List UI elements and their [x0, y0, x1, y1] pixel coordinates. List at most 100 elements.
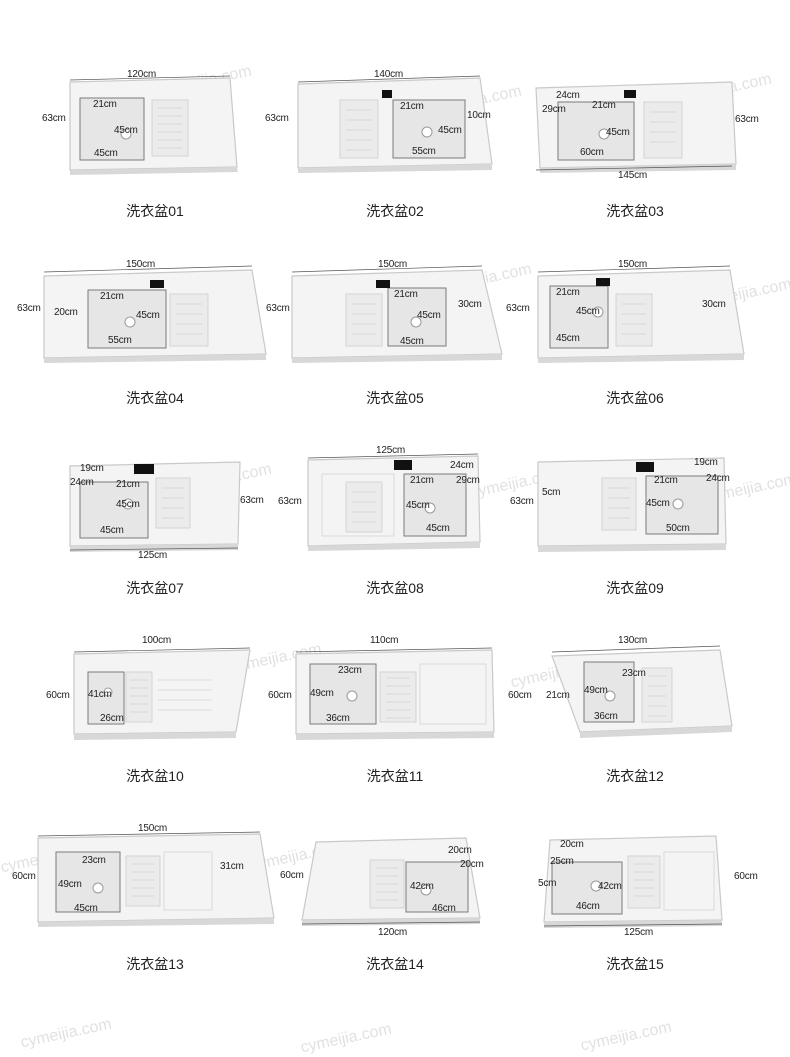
product-item-04[interactable]: 150cm 63cm 21cm 20cm 45cm 55cm 洗衣盆04 — [17, 252, 280, 417]
dim-label: 150cm — [126, 259, 156, 270]
sink-02-image — [297, 75, 493, 173]
product-item-10[interactable]: 100cm 60cm 41cm 26cm 洗衣盆10 — [30, 634, 280, 799]
dim-label: 60cm — [280, 870, 304, 881]
product-item-07[interactable]: 19cm 24cm 21cm 63cm 45cm 45cm 125cm 洗衣盆0… — [30, 446, 280, 611]
dim-label: 45cm — [136, 310, 160, 321]
product-item-08[interactable]: 125cm 24cm 63cm 21cm 29cm 45cm 45cm 洗衣盆0… — [270, 446, 520, 611]
dim-label: 46cm — [576, 901, 600, 912]
watermark: cymeijia.com — [299, 1020, 394, 1057]
dim-label: 49cm — [584, 685, 608, 696]
dim-label: 49cm — [58, 879, 82, 890]
sink-11-image — [295, 647, 495, 740]
item-caption: 洗衣盆13 — [126, 956, 184, 972]
sink-14-image — [301, 837, 481, 926]
item-caption: 洗衣盆08 — [366, 580, 424, 596]
item-caption: 洗衣盆12 — [606, 768, 664, 784]
item-caption: 洗衣盆02 — [366, 203, 424, 219]
dim-label: 150cm — [378, 259, 408, 270]
product-item-03[interactable]: 24cm 29cm 21cm 63cm 45cm 60cm 145cm 洗衣盆0… — [510, 60, 760, 225]
dim-label: 21cm — [400, 101, 424, 112]
sink-09-image — [537, 457, 727, 552]
dim-label: 63cm — [240, 495, 264, 506]
item-caption: 洗衣盆10 — [126, 768, 184, 784]
dim-label: 36cm — [594, 711, 618, 722]
dim-label: 110cm — [370, 635, 399, 646]
dim-label: 41cm — [88, 689, 112, 700]
dim-label: 24cm — [706, 473, 730, 484]
product-item-06[interactable]: 150cm 63cm 21cm 30cm 45cm 45cm 洗衣盆06 — [506, 252, 760, 417]
product-item-14[interactable]: 20cm 20cm 60cm 42cm 46cm 120cm 洗衣盆14 — [270, 822, 520, 987]
item-caption: 洗衣盆06 — [606, 390, 664, 406]
sink-03-image — [535, 81, 737, 173]
dim-label: 23cm — [622, 668, 646, 679]
dim-label: 45cm — [100, 525, 124, 536]
dim-label: 63cm — [510, 496, 534, 507]
dim-label: 5cm — [538, 878, 557, 889]
dim-label: 63cm — [265, 113, 289, 124]
dim-label: 46cm — [432, 903, 456, 914]
dim-label: 60cm — [46, 690, 70, 701]
dim-label: 45cm — [556, 333, 580, 344]
dim-label: 19cm — [80, 463, 104, 474]
dim-label: 125cm — [376, 445, 406, 456]
sink-12-image — [551, 645, 733, 738]
dim-label: 63cm — [17, 303, 41, 314]
dim-label: 60cm — [580, 147, 604, 158]
dim-label: 45cm — [426, 523, 450, 534]
dim-label: 24cm — [70, 477, 94, 488]
sink-10-image — [73, 647, 251, 740]
dim-label: 42cm — [598, 881, 622, 892]
dim-label: 21cm — [410, 475, 434, 486]
dim-label: 24cm — [556, 90, 580, 101]
product-item-01[interactable]: 120cm 63cm 21cm 45cm 45cm 洗衣盆01 — [30, 60, 280, 225]
dim-label: 29cm — [456, 475, 480, 486]
item-caption: 洗衣盆03 — [606, 203, 664, 219]
item-caption: 洗衣盆14 — [366, 956, 424, 972]
item-caption: 洗衣盆09 — [606, 580, 664, 596]
dim-label: 21cm — [100, 291, 124, 302]
dim-label: 10cm — [467, 110, 491, 121]
dim-label: 120cm — [378, 927, 408, 938]
dim-label: 20cm — [54, 307, 78, 318]
dim-label: 21cm — [546, 690, 570, 701]
sink-07-image — [69, 461, 241, 552]
dim-label: 45cm — [114, 125, 138, 136]
dim-label: 31cm — [220, 861, 244, 872]
item-caption: 洗衣盆04 — [126, 390, 184, 406]
dim-label: 63cm — [735, 114, 759, 125]
sink-01-image — [69, 75, 238, 175]
product-item-12[interactable]: 130cm 23cm 60cm 21cm 49cm 36cm 洗衣盆12 — [508, 634, 760, 799]
dim-label: 23cm — [82, 855, 106, 866]
sink-06-image — [537, 265, 745, 363]
dim-label: 20cm — [560, 839, 584, 850]
dim-label: 55cm — [412, 146, 436, 157]
dim-label: 24cm — [450, 460, 474, 471]
product-item-15[interactable]: 20cm 25cm 60cm 5cm 42cm 46cm 125cm 洗衣盆15 — [510, 822, 760, 987]
sink-15-image — [543, 835, 723, 928]
item-caption: 洗衣盆11 — [366, 768, 424, 784]
dim-label: 21cm — [654, 475, 678, 486]
watermark: cymeijia.com — [579, 1018, 674, 1055]
dim-label: 63cm — [278, 496, 302, 507]
dim-label: 150cm — [138, 823, 168, 834]
dim-label: 45cm — [606, 127, 630, 138]
dim-label: 140cm — [374, 69, 404, 80]
product-item-13[interactable]: 150cm 23cm 31cm 60cm 49cm 45cm 洗衣盆13 — [12, 822, 280, 987]
dim-label: 60cm — [268, 690, 292, 701]
product-item-05[interactable]: 150cm 63cm 21cm 30cm 45cm 45cm 洗衣盆05 — [266, 252, 520, 417]
dim-label: 45cm — [74, 903, 98, 914]
dim-label: 63cm — [42, 113, 66, 124]
sink-08-image — [307, 453, 481, 551]
dim-label: 63cm — [506, 303, 530, 314]
dim-label: 49cm — [310, 688, 334, 699]
item-caption: 洗衣盆05 — [366, 390, 424, 406]
dim-label: 45cm — [400, 336, 424, 347]
product-item-09[interactable]: 19cm 24cm 21cm 5cm 63cm 45cm 50cm 洗衣盆09 — [510, 446, 760, 611]
dim-label: 150cm — [618, 259, 648, 270]
dim-label: 21cm — [93, 99, 117, 110]
dim-label: 29cm — [542, 104, 566, 115]
dim-label: 20cm — [448, 845, 472, 856]
product-item-11[interactable]: 110cm 23cm 60cm 49cm 36cm 洗衣盆11 — [268, 634, 520, 799]
product-item-02[interactable]: 140cm 63cm 21cm 10cm 45cm 55cm 洗衣盆02 — [265, 60, 520, 225]
